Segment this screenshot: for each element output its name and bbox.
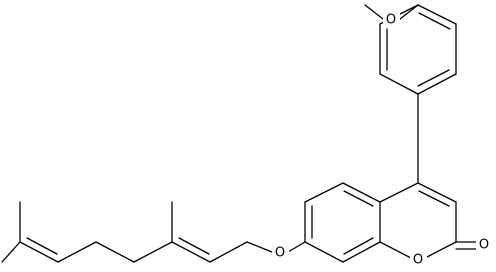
bond-ring-a-4 — [379, 73, 419, 95]
bond-o-ch2 — [246, 241, 273, 253]
bond-o1-c8a — [379, 241, 412, 259]
bond-benzo-4 — [304, 241, 344, 263]
bond-ring-a-3 — [417, 73, 457, 95]
bond-chain-6-inner — [26, 237, 58, 255]
bond-layer — [1, 4, 477, 263]
bond-o-aryl — [399, 4, 419, 20]
methoxy-oxygen-label: O — [386, 13, 396, 28]
bond-c4-c3 — [417, 182, 457, 203]
carbonyl-oxygen-label: O — [479, 238, 489, 253]
bond-chain-1 — [209, 241, 248, 263]
bond-chain-4 — [95, 241, 135, 263]
bond-c4-c3-inner — [418, 190, 450, 207]
bond-c4a-c4 — [379, 182, 419, 203]
bond-chain-2-inner — [178, 237, 210, 255]
bond-ring-a-1 — [417, 4, 457, 25]
atom-label-layer: O O O O — [272, 11, 493, 268]
bond-chain-6 — [19, 241, 59, 263]
bond-c2-o1 — [424, 241, 457, 259]
bond-chain-3 — [133, 241, 173, 263]
ether-oxygen-label: O — [275, 246, 285, 261]
bond-ring-a-inner-2 — [417, 69, 450, 87]
ring-oxygen-label: O — [413, 253, 423, 268]
bond-chain-2 — [171, 241, 211, 263]
bond-chain-5 — [57, 241, 97, 263]
bond-chain-methyl-3 — [1, 241, 21, 263]
bond-methyl-o — [364, 4, 384, 20]
bond-benzo-inner-2 — [343, 237, 374, 255]
bond-benzo-6 — [304, 182, 344, 203]
bond-ring-a-inner-1 — [418, 12, 451, 30]
bond-c7-o — [287, 241, 306, 253]
bond-benzo-3 — [342, 241, 381, 263]
bond-benzo-inner-1 — [343, 190, 374, 207]
bond-benzo-1 — [342, 182, 381, 203]
